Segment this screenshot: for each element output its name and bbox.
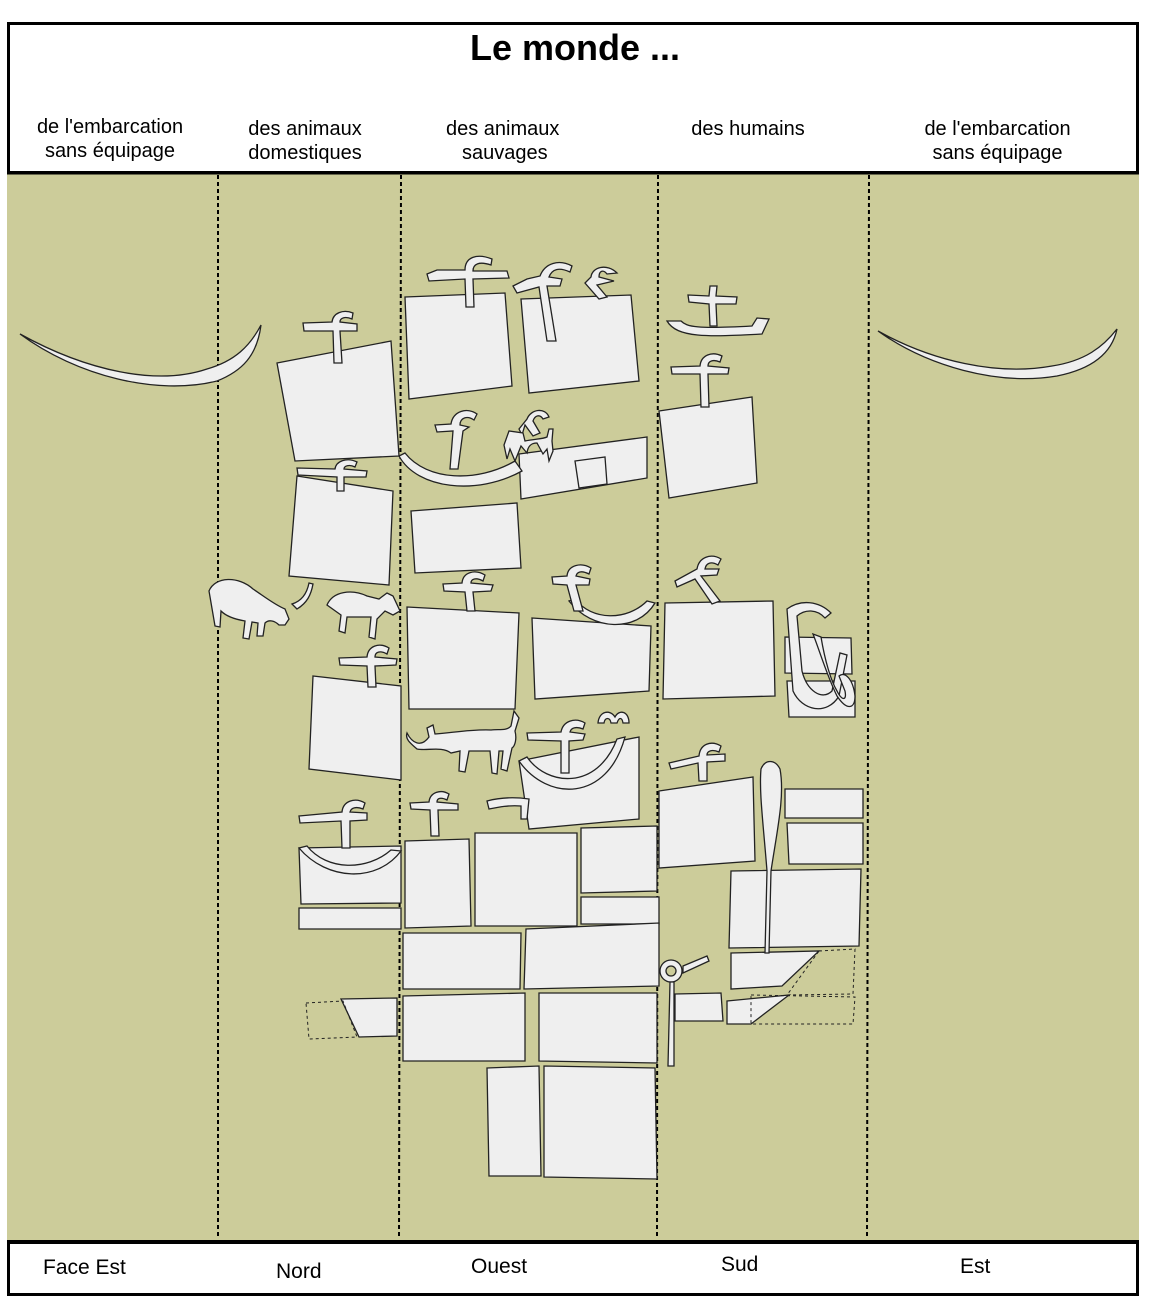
- stone-slab: [486, 1065, 542, 1177]
- human-figure: [442, 571, 494, 612]
- human-figure: [597, 711, 630, 724]
- column-heading-1-line1: de l'embarcation: [36, 116, 184, 138]
- missing-stone-outline: [786, 948, 856, 996]
- boat-hull-east-face: [19, 324, 262, 387]
- stone-slab: [784, 788, 864, 819]
- human-figure: [512, 262, 573, 342]
- column-heading-4: des humains: [668, 117, 828, 141]
- column-heading-2-line1: des animaux: [248, 118, 362, 140]
- person-with-staff: [786, 602, 848, 710]
- stone-slab: [308, 675, 402, 781]
- domestic-animal-engraving: [208, 578, 290, 640]
- stone-slab: [339, 997, 398, 1038]
- footer-label-est: Est: [960, 1255, 991, 1278]
- wild-animal-engraving: [405, 709, 520, 775]
- person-with-staff: [811, 632, 856, 708]
- column-heading-1-line2: sans équipage: [44, 140, 176, 162]
- human-figure: [518, 409, 550, 437]
- stone-slab: [728, 868, 862, 949]
- stone-slab: [786, 822, 864, 865]
- column-heading-4-line1: des humains: [691, 118, 805, 140]
- engravings: [19, 255, 1118, 1180]
- missing-stones-outlines: [305, 948, 856, 1040]
- column-heading-3: des animaux sauvages: [446, 117, 606, 165]
- divider-3: [656, 174, 659, 1240]
- boat-engraving: [398, 452, 523, 487]
- stone-slab: [658, 776, 756, 869]
- boat-hull-east: [877, 328, 1118, 380]
- human-figure: [338, 644, 398, 688]
- column-heading-2: des animaux domestiques: [220, 117, 390, 165]
- stone-slab: [474, 832, 578, 927]
- stone-slab: [730, 950, 821, 990]
- circle-with-staff-figure-inner: [665, 965, 677, 977]
- human-figure: [486, 797, 530, 820]
- stone-slab: [580, 825, 658, 894]
- human-figure: [302, 310, 358, 364]
- human-figure: [298, 799, 368, 849]
- human-figure: [687, 285, 738, 327]
- stone-slab: [662, 600, 776, 700]
- column-heading-1: de l'embarcation sans équipage: [20, 115, 200, 163]
- stone-slab: [538, 992, 658, 1064]
- wild-animal-engraving: [503, 428, 554, 464]
- stone-slab: [404, 292, 513, 400]
- idol-figure: [759, 760, 783, 954]
- stone-slab: [658, 396, 758, 499]
- stone-slab: [288, 475, 394, 586]
- human-figure: [668, 742, 726, 782]
- column-heading-2-line2: domestiques: [248, 142, 362, 164]
- domestic-animal-engraving: [326, 591, 401, 640]
- column-heading-5-line2: sans équipage: [932, 142, 1063, 164]
- column-heading-3-line1: des animaux: [446, 118, 560, 140]
- boat-engraving: [297, 845, 403, 875]
- footer-label-sud: Sud: [721, 1253, 759, 1276]
- human-figure: [426, 255, 510, 308]
- stone-slab: [402, 992, 526, 1062]
- stone-slab: [404, 838, 472, 929]
- column-heading-5-line1: de l'embarcation: [924, 118, 1071, 140]
- circle-with-staff-figure: [667, 955, 710, 1067]
- stone-slab: [402, 932, 522, 990]
- footer-label-ouest: Ouest: [471, 1255, 528, 1278]
- column-heading-3-line2: sauvages: [462, 142, 548, 164]
- column-heading-5: de l'embarcation sans équipage: [905, 117, 1090, 165]
- stone-slab: [574, 456, 608, 489]
- stone-slab: [580, 896, 660, 925]
- footer-label-nord: Nord: [276, 1260, 322, 1283]
- human-figure: [665, 317, 770, 337]
- human-figure: [670, 353, 730, 408]
- human-figure: [584, 266, 619, 300]
- human-figure: [409, 791, 459, 837]
- figure-title: Le monde ...: [469, 27, 681, 68]
- rock-art-diagram: [7, 171, 1139, 1244]
- stone-slab: [410, 502, 522, 574]
- missing-stone-outline: [750, 994, 856, 1025]
- human-figure: [434, 410, 478, 470]
- stone-slab: [523, 922, 660, 990]
- stone-slab: [543, 1065, 658, 1180]
- stone-slab: [406, 606, 520, 710]
- footer-label-face-est: Face Est: [43, 1256, 126, 1279]
- stone-slab: [674, 992, 724, 1022]
- stone-slab: [298, 907, 402, 930]
- stone-slab: [726, 994, 792, 1025]
- stone-slab: [520, 294, 640, 394]
- human-figure: [674, 555, 722, 605]
- missing-stone-outline: [305, 1000, 358, 1040]
- boat-engraving: [518, 736, 626, 790]
- stone-slab: [531, 617, 652, 700]
- divider-4: [866, 174, 870, 1240]
- human-figure: [551, 564, 592, 612]
- boat-engraving: [567, 598, 657, 626]
- human-figure: [296, 459, 368, 492]
- domestic-animal-engraving: [290, 582, 314, 610]
- human-figure: [526, 719, 586, 774]
